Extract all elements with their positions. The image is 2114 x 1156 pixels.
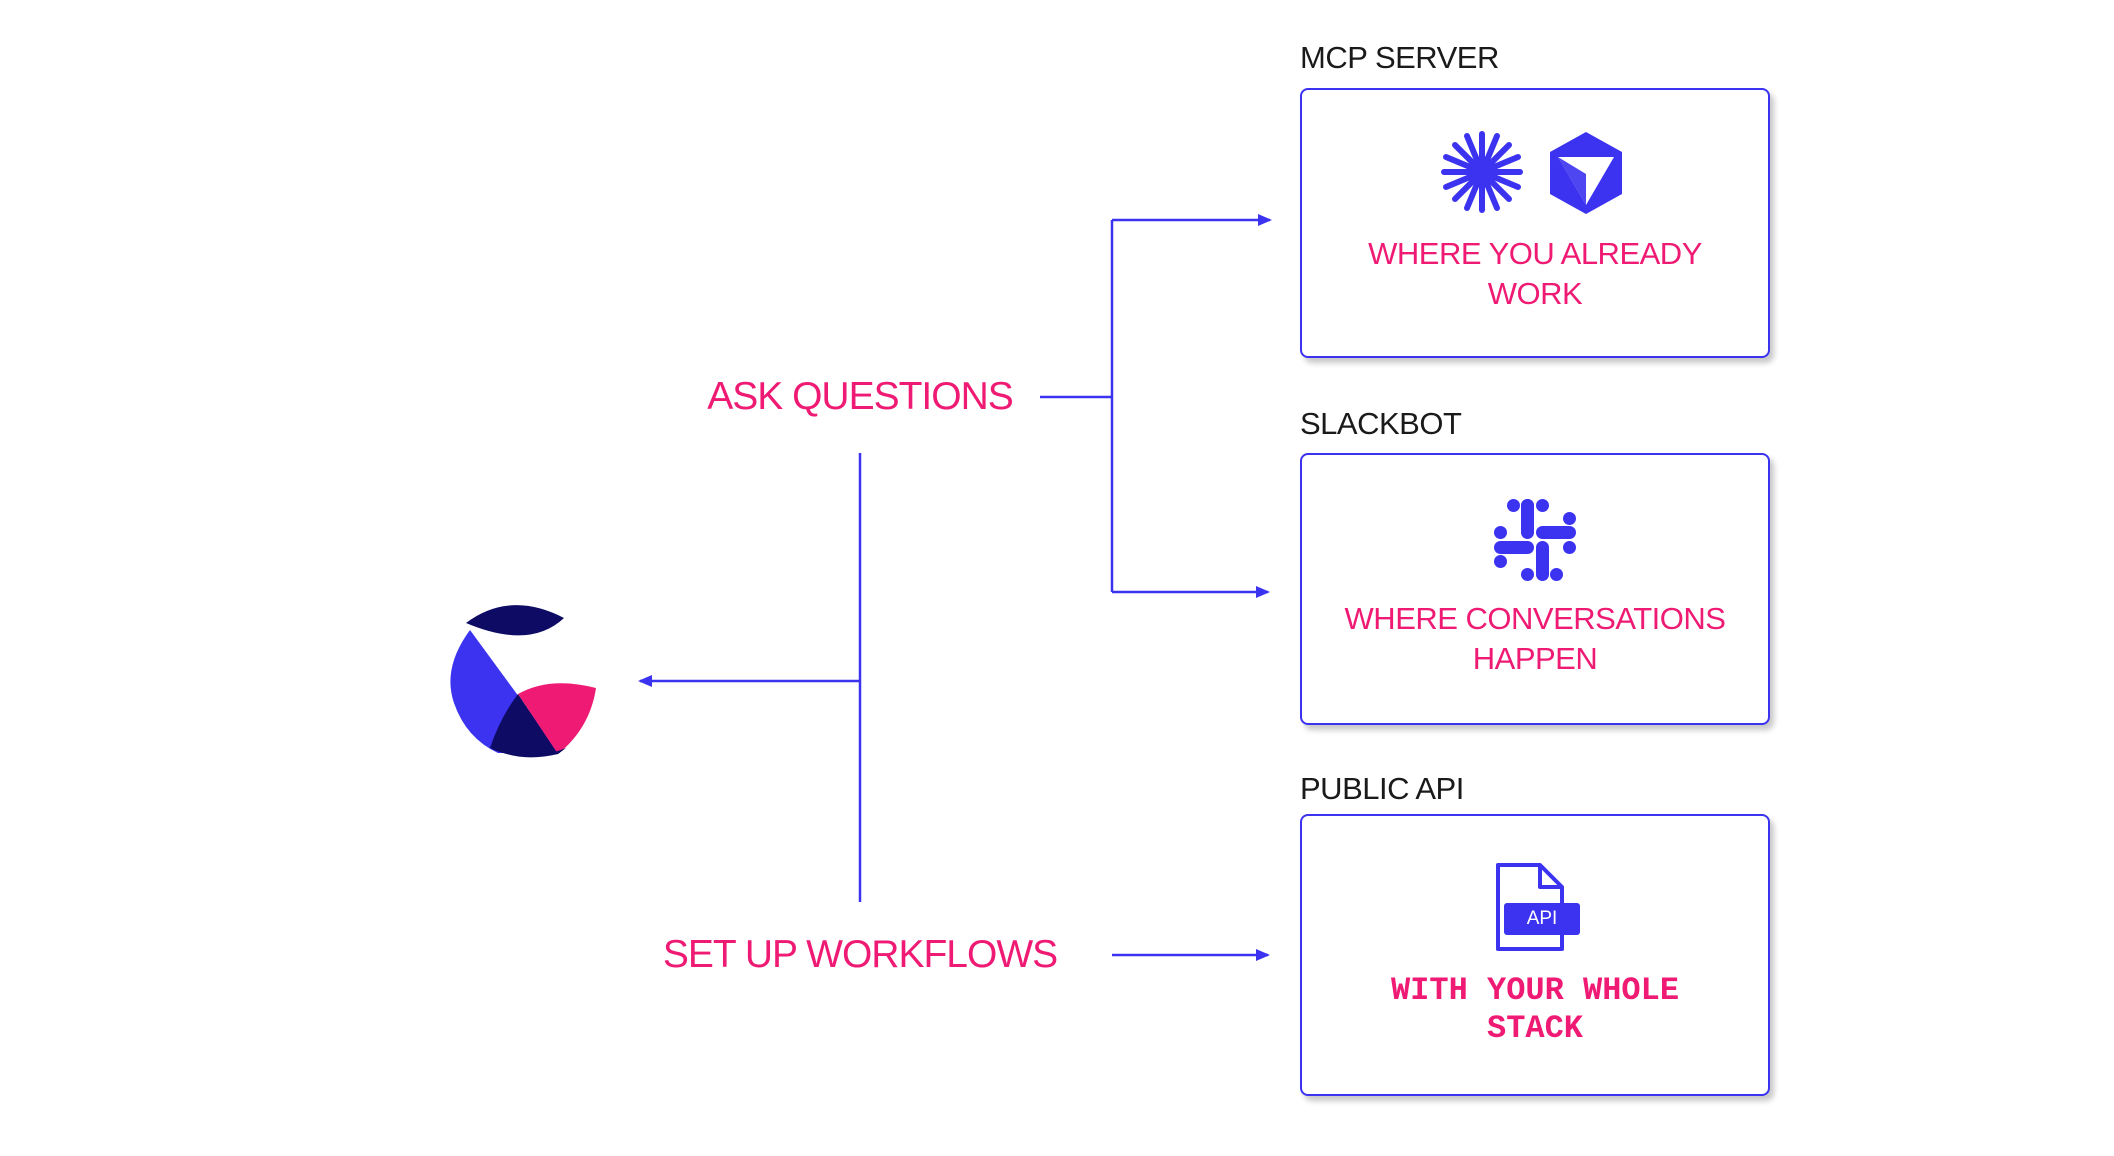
api-icon-text: API: [1526, 908, 1558, 929]
slack-caption-line-1: WHERE CONVERSATIONS: [1344, 601, 1726, 636]
claude-starburst-icon: [1440, 130, 1524, 214]
public-api-label: PUBLIC API: [1300, 771, 1464, 806]
api-file-icon: API: [1494, 861, 1580, 953]
api-caption-line-1: WITH YOUR WHOLE: [1390, 972, 1680, 1009]
mcp-server-label: MCP SERVER: [1300, 40, 1499, 75]
mcp-caption-line-2: WORK: [1487, 276, 1583, 311]
cursor-cube-icon: [1546, 130, 1626, 216]
slackbot-card: WHERE CONVERSATIONS HAPPEN: [1300, 453, 1770, 725]
set-up-workflows-label: SET UP WORKFLOWS: [662, 933, 1058, 976]
public-api-card: API WITH YOUR WHOLE STACK: [1300, 814, 1770, 1096]
api-caption-line-2: STACK: [1486, 1010, 1583, 1047]
mcp-server-card: WHERE YOU ALREADY WORK: [1300, 88, 1770, 358]
slackbot-label: SLACKBOT: [1300, 406, 1462, 441]
ask-questions-label: ASK QUESTIONS: [707, 375, 1014, 418]
slack-icon: [1492, 497, 1578, 583]
brand-logo-icon: [440, 598, 600, 758]
slack-caption-line-2: HAPPEN: [1472, 641, 1598, 676]
mcp-caption-line-1: WHERE YOU ALREADY: [1368, 236, 1702, 271]
